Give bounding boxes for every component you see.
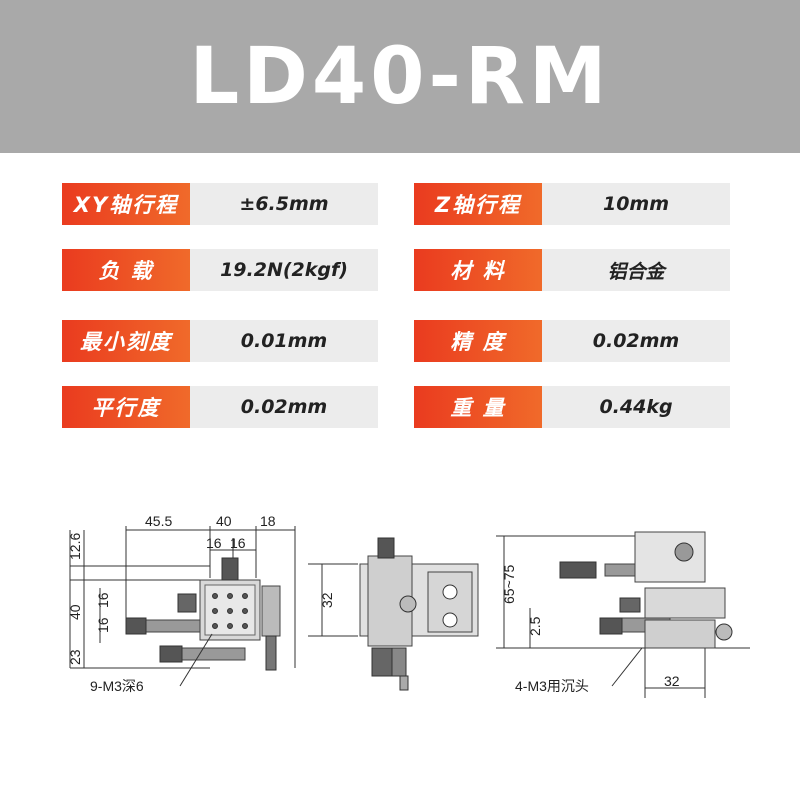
spec-value: 0.01mm (190, 320, 378, 362)
side-view-drawing (308, 537, 479, 691)
spec-value: 10mm (542, 183, 730, 225)
dim-label: 18 (260, 513, 276, 529)
dim-label: 16 (206, 535, 222, 551)
product-title: LD40-RM (189, 31, 611, 122)
dim-label: 16 (95, 617, 111, 633)
dim-label: 12.6 (67, 533, 83, 560)
spec-accuracy: 精 度 0.02mm (414, 320, 730, 362)
spec-value: 0.02mm (190, 386, 378, 428)
front-view-drawing (496, 531, 750, 698)
dimension-drawings: 45.5 40 18 16 16 12.6 40 16 16 23 9-M3深6… (67, 513, 750, 698)
dim-label: 16 (230, 535, 246, 551)
spec-material: 材 料 铝合金 (414, 249, 730, 291)
spec-load: 负 载 19.2N(2kgf) (62, 249, 378, 291)
spec-label: Z轴行程 (414, 183, 542, 225)
spec-label: 材 料 (414, 249, 542, 291)
spec-label: 负 载 (62, 249, 190, 291)
dim-label: 45.5 (145, 513, 172, 529)
dim-label: 16 (95, 592, 111, 608)
dim-label: 40 (67, 604, 83, 620)
top-view-drawing (69, 526, 296, 687)
note-countersink: 4-M3用沉头 (515, 678, 589, 694)
spec-value: 铝合金 (542, 249, 730, 291)
dim-label: 23 (67, 649, 83, 665)
dim-label: 2.5 (527, 616, 543, 636)
spec-xy-travel: XY轴行程 ±6.5mm (62, 183, 378, 225)
dim-label: 32 (319, 592, 335, 608)
spec-label: 平行度 (62, 386, 190, 428)
spec-value: 0.02mm (542, 320, 730, 362)
header-banner: LD40-RM (0, 0, 800, 153)
spec-value: ±6.5mm (190, 183, 378, 225)
dim-label: 32 (664, 673, 680, 689)
spec-weight: 重 量 0.44kg (414, 386, 730, 428)
spec-value: 19.2N(2kgf) (190, 249, 378, 291)
spec-label: 重 量 (414, 386, 542, 428)
spec-label: 最小刻度 (62, 320, 190, 362)
spec-value: 0.44kg (542, 386, 730, 428)
spec-label: XY轴行程 (62, 183, 190, 225)
dim-label: 65~75 (501, 564, 517, 604)
dim-label: 40 (216, 513, 232, 529)
spec-parallelism: 平行度 0.02mm (62, 386, 378, 428)
spec-min-scale: 最小刻度 0.01mm (62, 320, 378, 362)
spec-z-travel: Z轴行程 10mm (414, 183, 730, 225)
note-holes: 9-M3深6 (90, 678, 144, 694)
spec-label: 精 度 (414, 320, 542, 362)
